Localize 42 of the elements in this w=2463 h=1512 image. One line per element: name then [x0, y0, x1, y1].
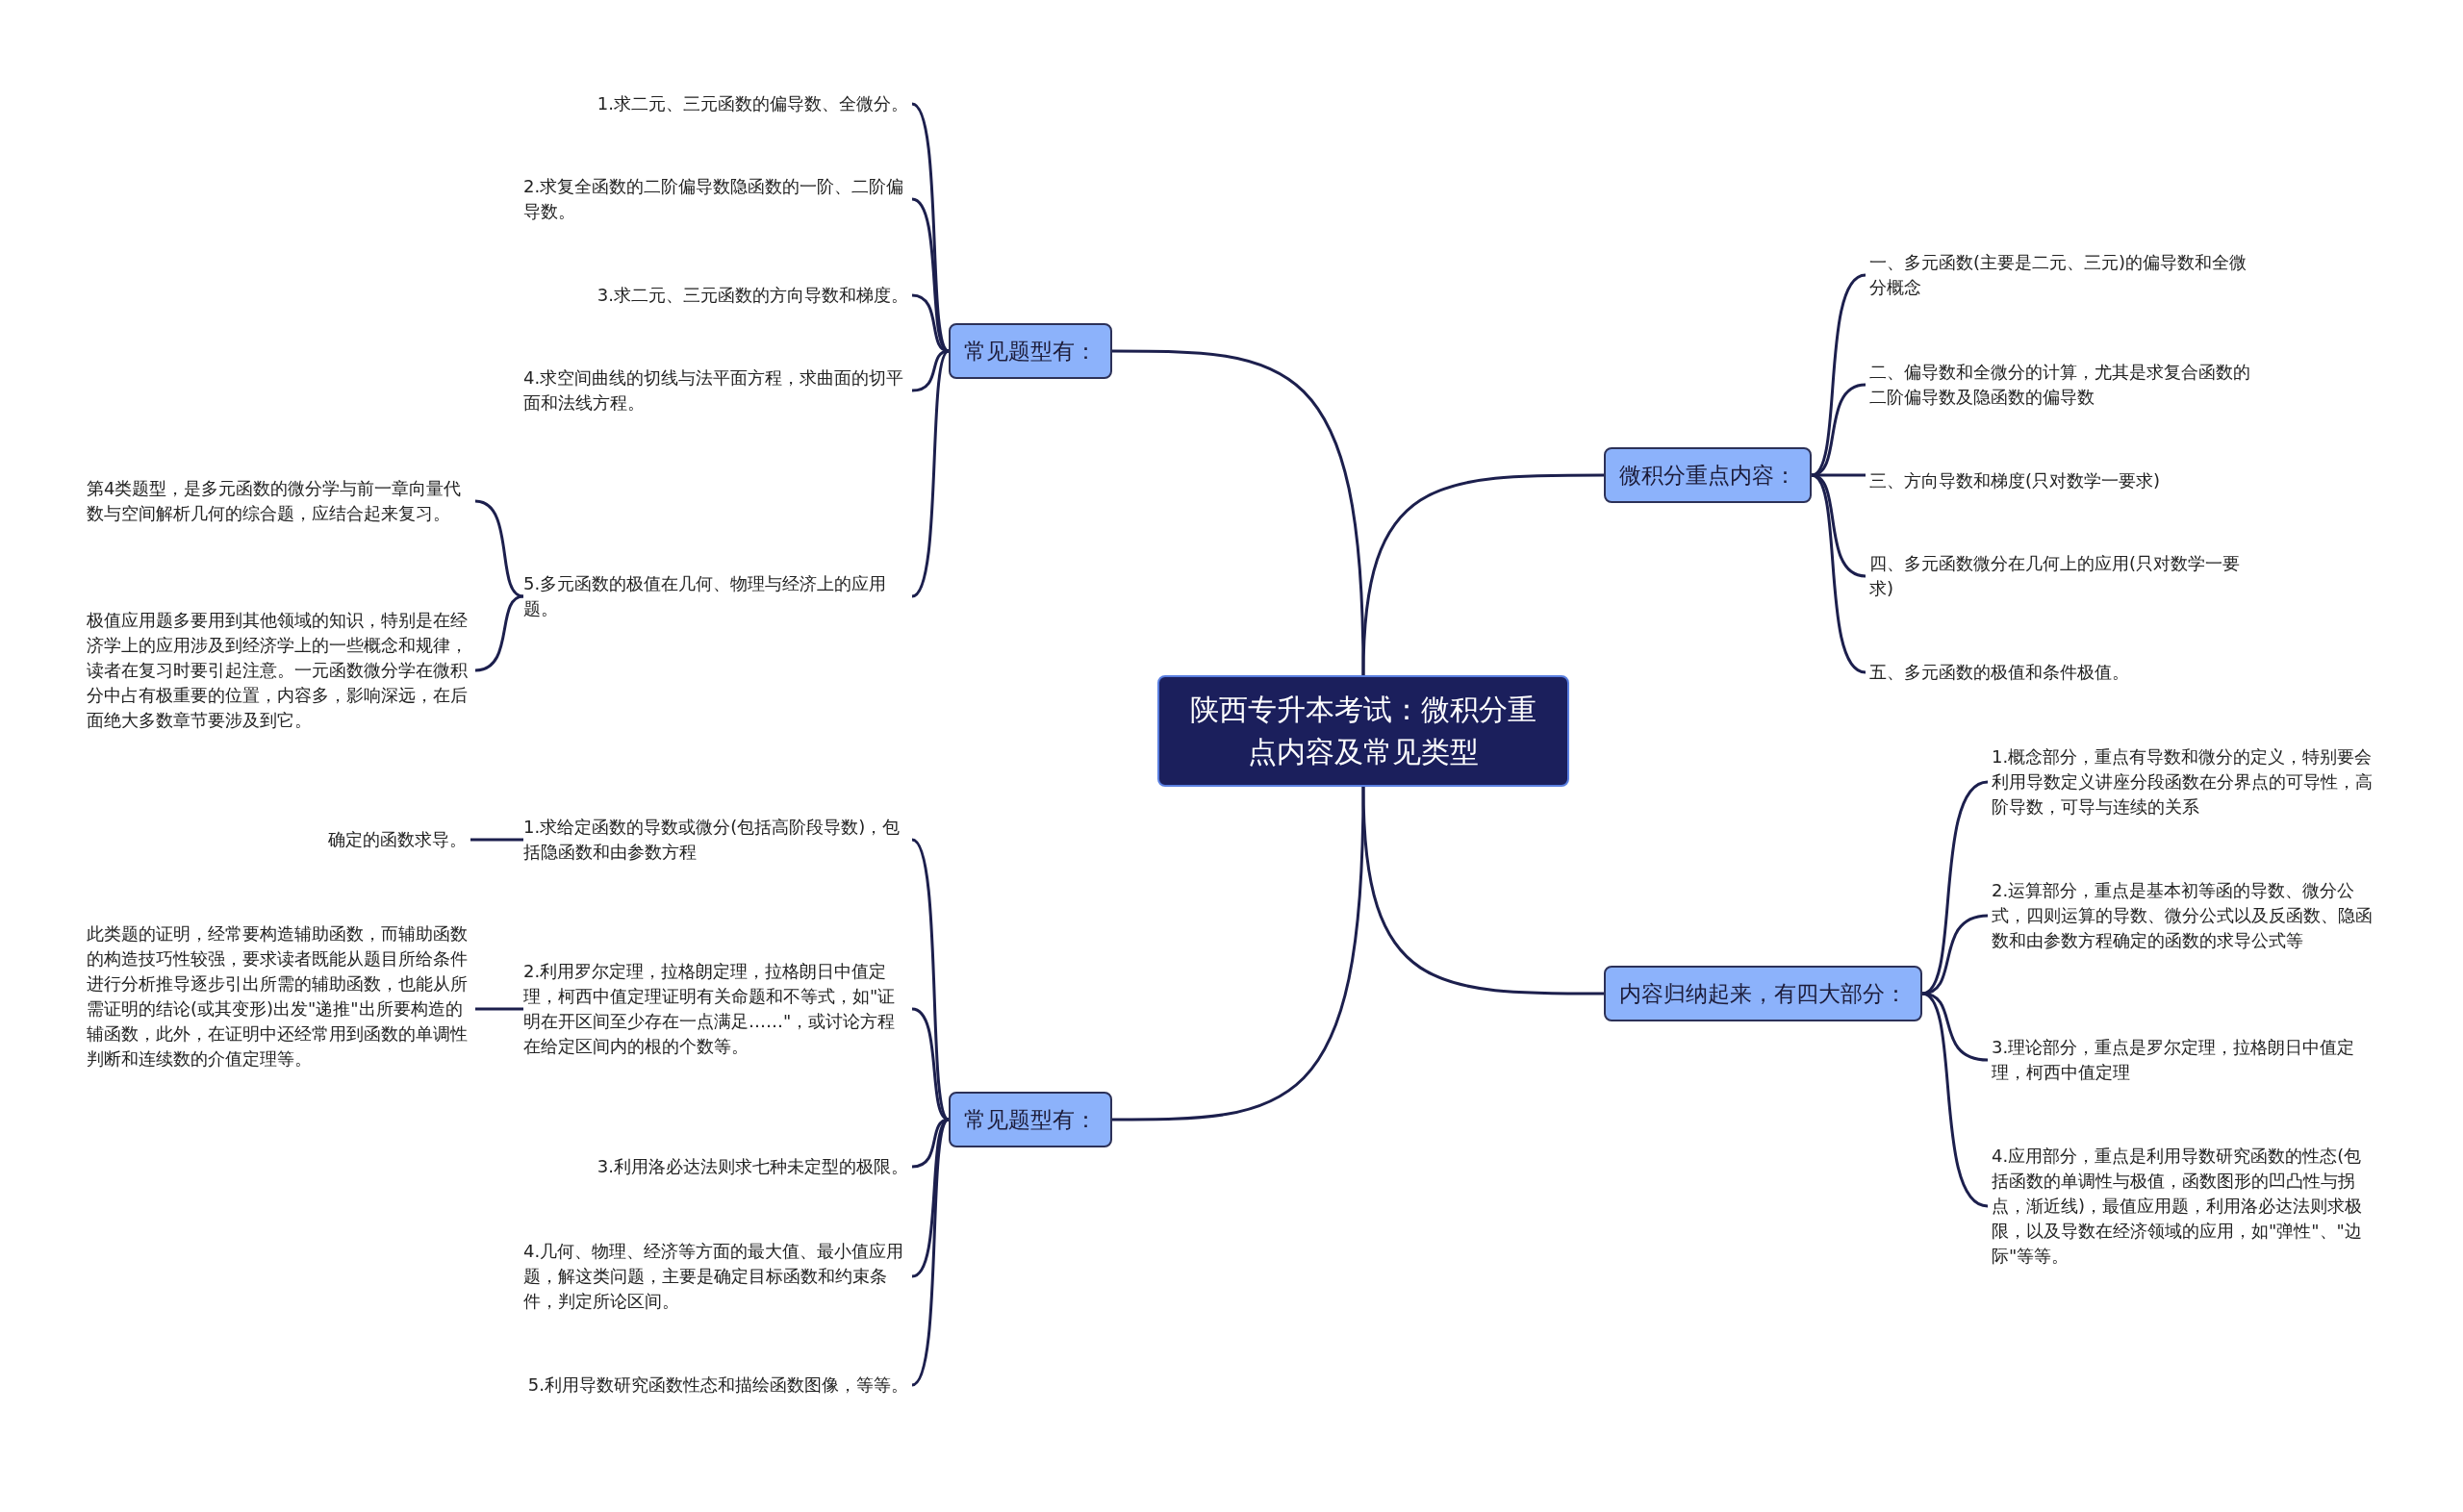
- note-text: 2.利用罗尔定理，拉格朗定理，拉格朗日中值定理，柯西中值定理证明有关命题和不等式，如"证明在开区间至少存在一点满足……"，或讨论方程在给定区间内的根的个数等。: [523, 959, 908, 1059]
- branch-line: [911, 349, 951, 598]
- note-text: 4.求空间曲线的切线与法平面方程，求曲面的切平面和法线方程。: [523, 365, 908, 416]
- note-text: 此类题的证明，经常要构造辅助函数，而辅助函数的构造技巧性较强，要求读者既能从题目所给条件进行分析推导逐步引出所需的辅助函数，也能从所需证明的结论(或其变形)出发"递推"出所要构造的辅函数，此外，在证明中还经常用到函数的单调性判断和连续数的介值定理等。: [87, 921, 471, 1071]
- note-text: 3.利用洛必达法则求七种未定型的极限。: [597, 1154, 908, 1179]
- branch-line: [1361, 786, 1604, 995]
- note-text: 2.运算部分，重点是基本初等函的导数、微分公式，四则运算的导数、微分公式以及反函数、隐函数和由参数方程确定的函数的求导公式等: [1992, 878, 2376, 953]
- note-text: 4.应用部分，重点是利用导数研究函数的性态(包括函数的单调性与极值，函数图形的凹凸性与拐点，渐近线)，最值应用题，利用洛必达法则求极限，以及导数在经济领域的应用，如"弹性"、"边际"等等。: [1992, 1144, 2376, 1269]
- note-text: 三、方向导数和梯度(只对数学一要求): [1869, 468, 2161, 493]
- topic-box: 内容归纳起来，有四大部分：: [1604, 966, 1922, 1021]
- note-text: 四、多元函数微分在几何上的应用(只对数学一要求): [1869, 551, 2254, 601]
- note-text: 1.概念部分，重点有导数和微分的定义，特别要会利用导数定义讲座分段函数在分界点的可导性，高阶导数，可导与连续的关系: [1992, 744, 2376, 819]
- branch-line: [470, 838, 523, 842]
- branch-line: [474, 594, 524, 672]
- branch-line: [911, 1119, 951, 1387]
- note-text: 一、多元函数(主要是二元、三元)的偏导数和全微分概念: [1869, 250, 2254, 300]
- branch-line: [1811, 383, 1866, 477]
- note-text: 2.求复全函数的二阶偏导数隐函数的一阶、二阶偏导数。: [523, 174, 908, 224]
- branch-line: [1112, 349, 1365, 676]
- note-text: 3.理论部分，重点是罗尔定理，拉格朗日中值定理，柯西中值定理: [1992, 1035, 2376, 1085]
- topic-box: 微积分重点内容：: [1604, 447, 1812, 503]
- branch-line: [474, 499, 524, 598]
- note-text: 3.求二元、三元函数的方向导数和梯度。: [597, 283, 908, 308]
- topic-box: 常见题型有：: [949, 1092, 1112, 1147]
- central-topic: 陕西专升本考试：微积分重点内容及常见类型: [1157, 675, 1569, 787]
- note-text: 极值应用题多要用到其他领域的知识，特别是在经济学上的应用涉及到经济学上的一些概念和规律，读者在复习时要引起注意。一元函数微分学在微积分中占有极重要的位置，内容多，影响深远，在后面绝大多数章节要涉及到它。: [87, 608, 471, 733]
- note-text: 4.几何、物理、经济等方面的最大值、最小值应用题，解这类问题，主要是确定目标函数和约束条件，判定所论区间。: [523, 1239, 908, 1314]
- note-text: 1.求二元、三元函数的偏导数、全微分。: [597, 91, 908, 116]
- topic-box: 常见题型有：: [949, 323, 1112, 379]
- note-text: 第4类题型，是多元函数的微分学与前一章向量代数与空间解析几何的综合题，应结合起来复习。: [87, 476, 471, 526]
- branch-line: [1361, 473, 1604, 676]
- note-text: 5.利用导数研究函数性态和描绘函数图像，等等。: [527, 1373, 908, 1398]
- branch-line: [1921, 992, 1989, 1208]
- note-text: 五、多元函数的极值和条件极值。: [1869, 660, 2129, 685]
- note-text: 二、偏导数和全微分的计算，尤其是求复合函数的二阶偏导数及隐函数的偏导数: [1869, 360, 2254, 410]
- branch-line: [475, 1007, 523, 1011]
- branch-line: [1112, 786, 1365, 1121]
- note-text: 5.多元函数的极值在几何、物理与经济上的应用题。: [523, 571, 908, 621]
- note-text: 1.求给定函数的导数或微分(包括高阶段导数)，包括隐函数和由参数方程: [523, 815, 908, 865]
- note-text: 确定的函数求导。: [328, 827, 467, 852]
- branch-line: [1811, 473, 1866, 674]
- branch-line: [1921, 914, 1989, 995]
